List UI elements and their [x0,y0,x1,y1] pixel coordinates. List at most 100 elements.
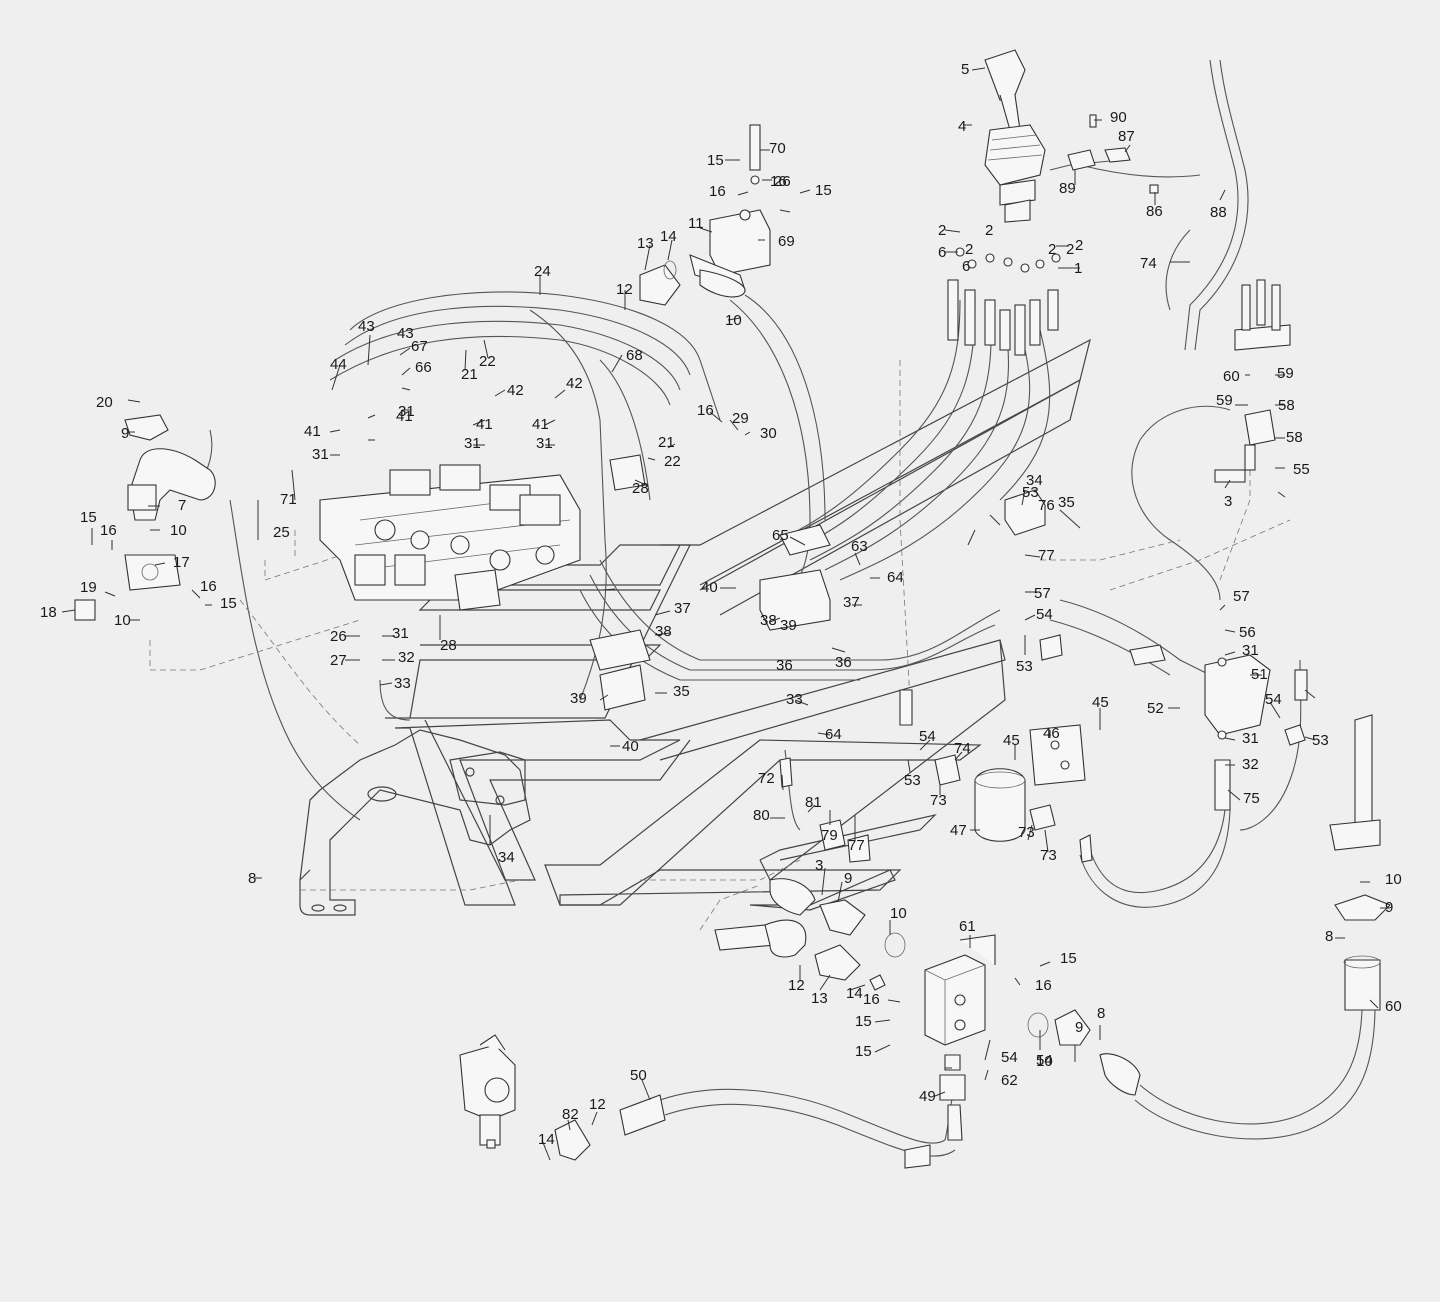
flange-13-bottom [869,932,1049,1038]
callout-41: 41 [476,416,493,433]
callout-76: 76 [1038,497,1055,514]
callout-35: 35 [1058,494,1075,511]
callout-51: 51 [1251,666,1268,683]
callout-40: 40 [701,579,718,596]
callout-12: 12 [589,1096,606,1113]
callout-4: 4 [958,118,966,135]
callout-77: 77 [848,837,865,854]
callout-9: 9 [121,425,129,442]
elbow-7 [74,414,216,621]
callout-61: 61 [959,918,976,935]
callout-9: 9 [1075,1019,1083,1036]
callout-67: 67 [411,338,428,355]
callout-2: 2 [965,241,973,258]
callout-14: 14 [538,1131,555,1148]
callout-89: 89 [1059,180,1076,197]
callout-10: 10 [890,905,907,922]
callout-8: 8 [1097,1005,1105,1022]
callout-13: 13 [637,235,654,252]
callout-45: 45 [1092,694,1109,711]
callout-56: 56 [1239,624,1256,641]
pilot-hoses [947,247,1061,356]
fitting-49 [904,1054,966,1169]
callout-82: 82 [562,1106,579,1123]
callout-77: 77 [1038,547,1055,564]
callout-2: 2 [1075,237,1083,254]
callout-2: 2 [1066,241,1074,258]
callout-49: 49 [919,1088,936,1105]
callout-42: 42 [566,375,583,392]
callout-3: 3 [1224,493,1232,510]
callout-41: 41 [304,423,321,440]
callout-14: 14 [660,228,677,245]
flange-9-right [1054,894,1391,1096]
callout-86: 86 [1146,203,1163,220]
callout-15: 15 [220,595,237,612]
callout-59: 59 [1216,392,1233,409]
callout-11: 11 [688,215,704,232]
small-fittings [779,634,1231,863]
callout-52: 52 [1147,700,1164,717]
callout-57: 57 [1034,585,1051,602]
callout-60: 60 [1385,998,1402,1015]
callout-33: 33 [394,675,411,692]
callout-44: 44 [330,356,347,373]
callout-80: 80 [753,807,770,824]
callout-16: 16 [709,183,726,200]
callout-1: 1 [1074,260,1082,277]
callout-62: 62 [1001,1072,1018,1089]
fittings-88-90 [1067,114,1159,194]
callout-45: 45 [1003,732,1020,749]
main-control-valve [319,464,581,611]
callout-15: 15 [80,509,97,526]
callout-43: 43 [397,325,414,342]
callout-16: 16 [770,173,787,190]
callout-10: 10 [114,612,131,629]
callout-28: 28 [440,637,457,654]
callout-21: 21 [658,434,675,451]
callout-16: 16 [863,991,880,1008]
callout-19: 19 [80,579,97,596]
callout-16: 16 [1035,977,1052,994]
manifold-58 [1214,279,1291,483]
flange-13-top [639,260,681,306]
callout-68: 68 [626,347,643,364]
callout-31: 31 [536,435,553,452]
callout-34: 34 [498,849,515,866]
callout-46: 46 [1043,725,1060,742]
mounting-bracket [299,729,531,916]
callout-69: 69 [778,233,795,250]
callout-28: 28 [632,480,649,497]
callout-39: 39 [570,690,587,707]
callout-12: 12 [788,977,805,994]
callout-57: 57 [1233,588,1250,605]
callout-31: 31 [464,435,481,452]
callout-35: 35 [673,683,690,700]
callout-59: 59 [1277,365,1294,382]
callout-9: 9 [844,870,852,887]
callout-43: 43 [358,318,375,335]
callout-70: 70 [769,140,786,157]
callout-20: 20 [96,394,113,411]
callout-10: 10 [170,522,187,539]
callout-22: 22 [479,353,496,370]
callout-15: 15 [815,182,832,199]
callout-64: 64 [825,726,842,743]
callout-21: 21 [461,366,478,383]
callout-33: 33 [786,691,803,708]
callout-87: 87 [1118,128,1135,145]
callout-50: 50 [630,1067,647,1084]
callout-24: 24 [534,263,551,280]
callout-12: 12 [616,281,633,298]
callout-8: 8 [248,870,256,887]
callout-32: 32 [398,649,415,666]
callout-16: 16 [697,402,714,419]
callout-64: 64 [887,569,904,586]
callout-90: 90 [1110,109,1127,126]
callout-74: 74 [954,740,971,757]
pump [459,1034,666,1161]
callout-2: 2 [985,222,993,239]
callout-60: 60 [1223,368,1240,385]
callout-22: 22 [664,453,681,470]
callout-66: 66 [415,359,432,376]
